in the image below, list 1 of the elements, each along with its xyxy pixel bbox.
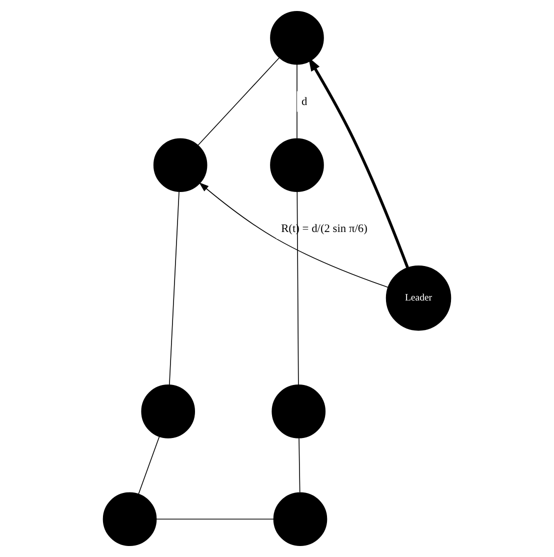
edge-label: d [301, 96, 308, 108]
